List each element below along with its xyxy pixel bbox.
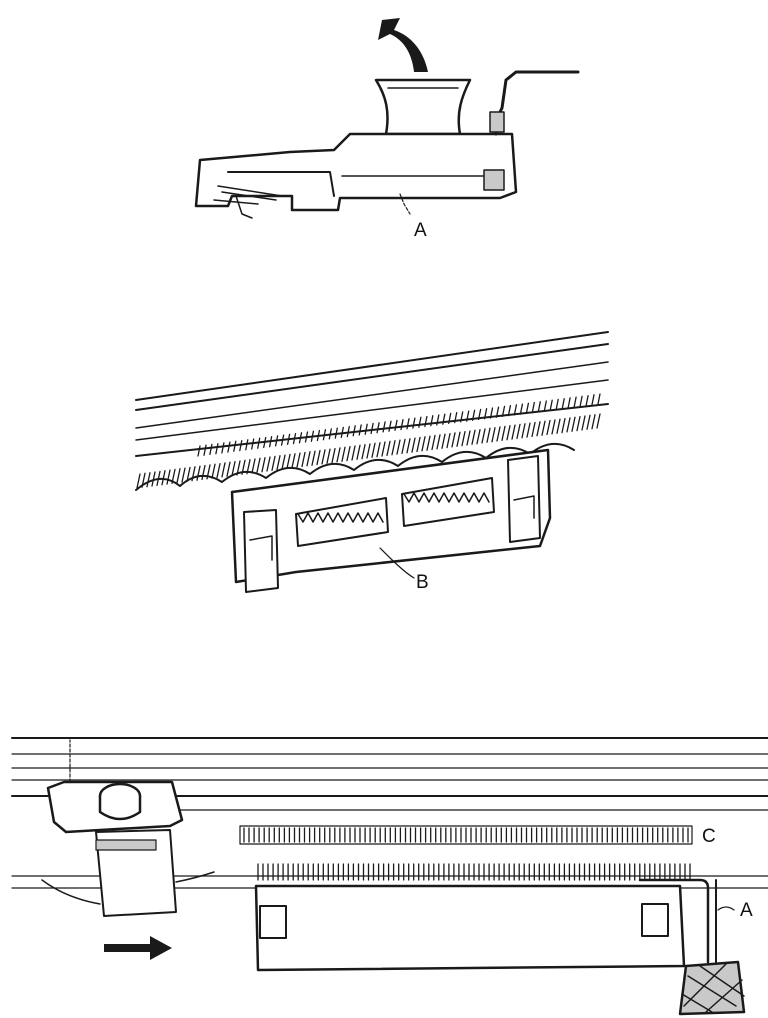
weight-wire [638,878,710,964]
comb-with-fabric [254,884,686,972]
knitted-loops [135,443,575,491]
needle-row-upper [197,393,601,457]
label-a-figure3: A [740,900,753,921]
label-a-figure1: A [414,220,427,241]
carriage-body [194,132,518,212]
knitted-stitch-row [257,863,691,881]
figure-needle-bed-comb: B [135,331,609,593]
carriage-rod [494,70,580,136]
leader-line-a-fig3 [717,906,735,911]
curved-up-arrow-icon [378,18,428,72]
label-c-figure3: C [702,826,716,847]
figure-carriage-knitting: C A [11,737,768,1016]
label-b-figure2: B [416,572,429,593]
right-arrow-icon [104,936,172,960]
leader-line-a [399,193,411,215]
needle-row-lower [136,413,601,489]
figure-carriage-side-view: A [194,18,580,241]
needle-row-c [243,827,689,843]
leader-line-b [379,547,415,579]
